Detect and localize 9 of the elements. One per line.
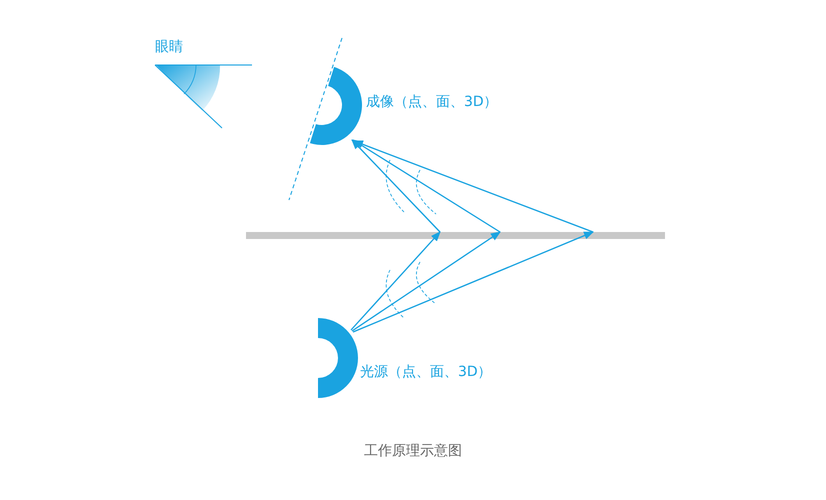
light-source-label: 光源（点、面、3D） bbox=[360, 363, 492, 381]
light-ray-arrow bbox=[352, 231, 594, 333]
light-ray-arrow bbox=[352, 231, 501, 332]
light-ray-arrow bbox=[350, 231, 441, 330]
image-label: 成像（点、面、3D） bbox=[366, 93, 498, 111]
caption: 工作原理示意图 bbox=[364, 443, 462, 459]
light-ray-arrow bbox=[351, 139, 440, 232]
light-ray-arrow bbox=[352, 139, 500, 233]
eye-label: 眼睛 bbox=[155, 38, 183, 56]
